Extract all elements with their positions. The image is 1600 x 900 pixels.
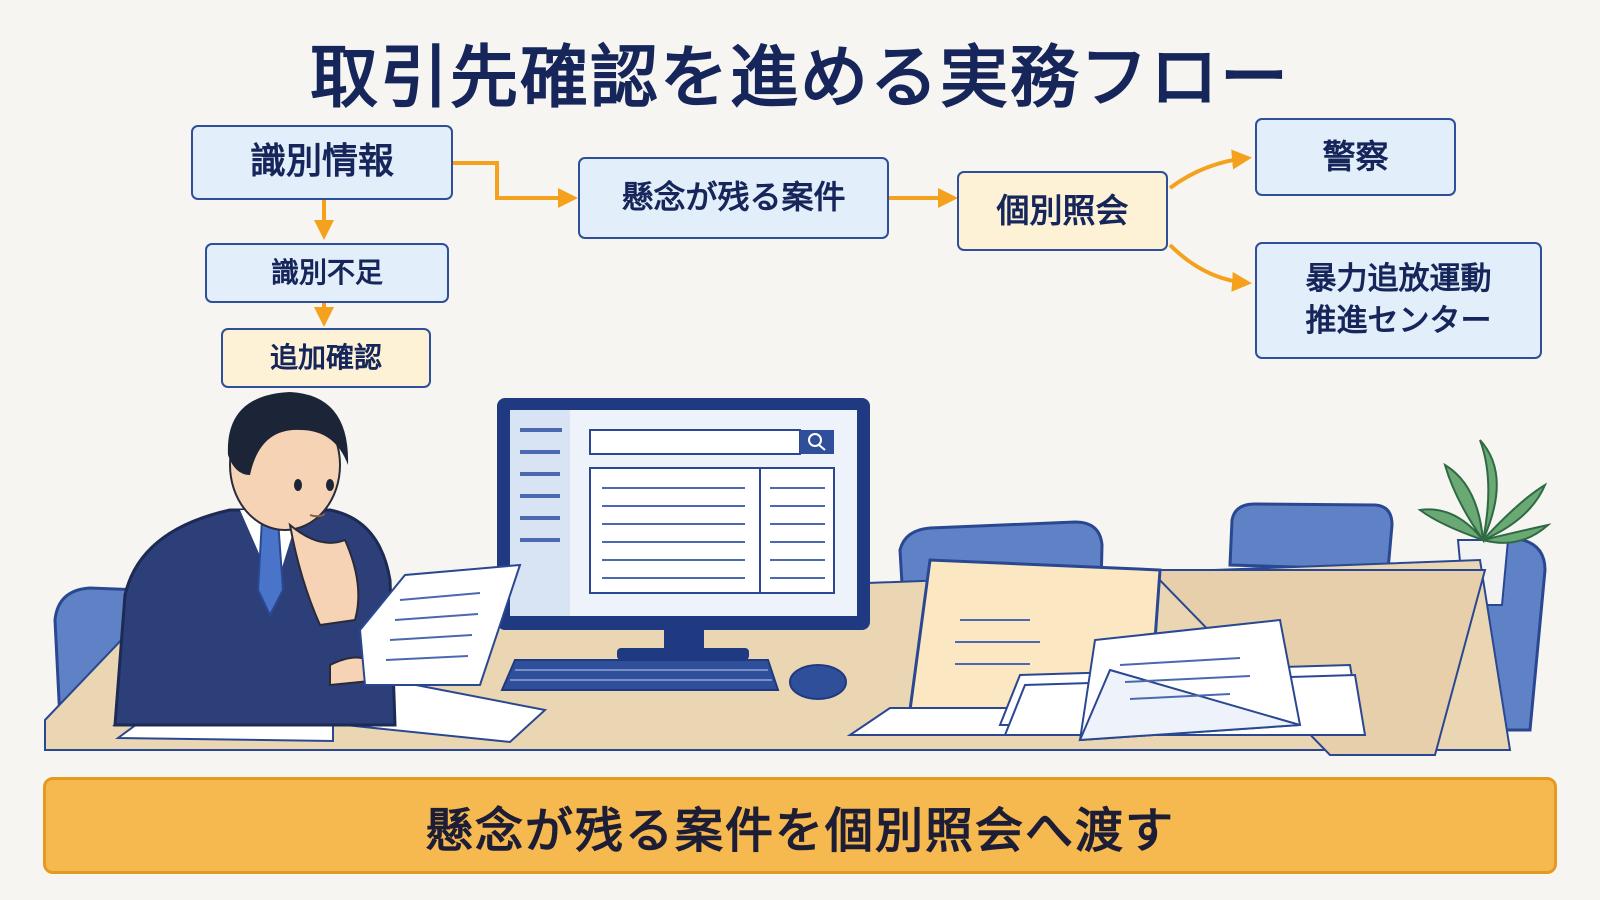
arrow-identification-to-concern [453, 161, 578, 208]
arrow-inquiry-to-center [1168, 243, 1252, 292]
person [113, 392, 397, 727]
mouse [789, 664, 847, 700]
flow-box-remaining-concern: 懸念が残る案件 [578, 157, 889, 239]
document-stack-right [998, 618, 1367, 742]
flow-arrows [314, 149, 1252, 327]
flow-box-identification-shortage: 識別不足 [205, 243, 449, 303]
arrow-inquiry-to-police [1168, 149, 1252, 190]
flow-box-individual-inquiry: 個別照会 [957, 171, 1168, 251]
flow-box-identification-info: 識別情報 [191, 125, 453, 200]
office-illustration [44, 392, 1552, 756]
flow-box-anti-violence-center: 暴力追放運動 推進センター [1255, 242, 1542, 359]
plant [1417, 439, 1552, 606]
flow-box-police: 警察 [1255, 118, 1456, 196]
page-title: 取引先確認を進める実務フロー [309, 39, 1290, 118]
flow-box-additional-check: 追加確認 [221, 328, 431, 388]
keyboard [500, 659, 780, 691]
monitor [497, 398, 870, 660]
search-icon [808, 433, 822, 447]
held-document [358, 563, 522, 686]
summary-banner: 懸念が残る案件を個別照会へ渡す [43, 777, 1557, 874]
